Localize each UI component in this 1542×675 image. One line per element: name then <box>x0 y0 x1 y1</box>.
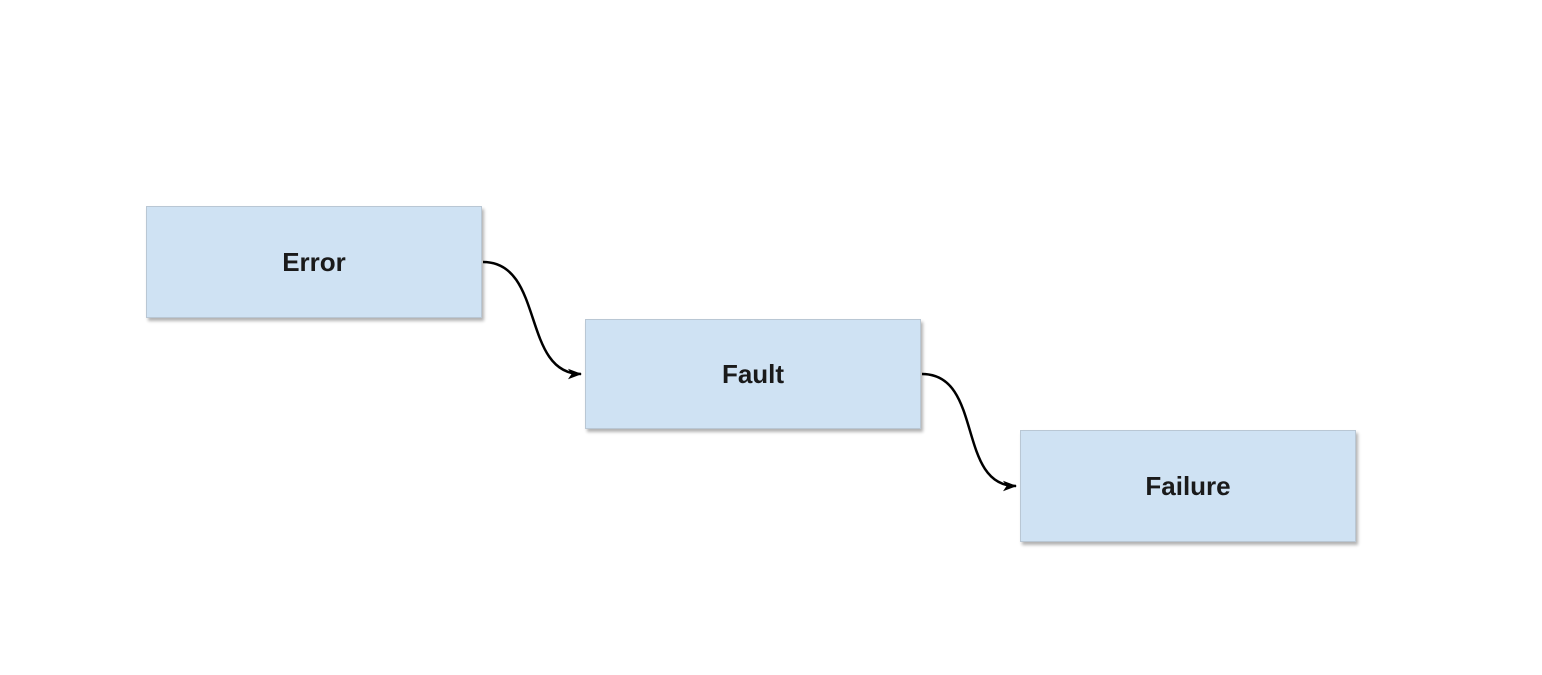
edge-fault-to-failure <box>921 372 1017 492</box>
node-error-label: Error <box>282 247 346 277</box>
node-failure: Failure <box>1020 430 1356 542</box>
edge-error-to-fault <box>482 260 582 380</box>
node-failure-label: Failure <box>1145 471 1231 501</box>
node-fault-label: Fault <box>721 359 785 389</box>
node-error: Error <box>146 206 482 318</box>
node-fault: Fault <box>585 319 921 429</box>
